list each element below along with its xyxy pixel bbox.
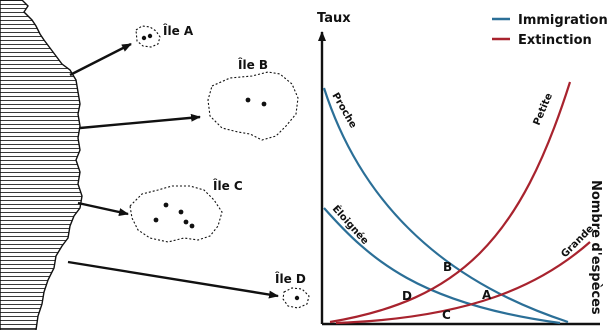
island-c-label: Île C xyxy=(213,178,243,193)
extinction-curve-grande xyxy=(335,241,591,325)
curve-label-eloignee: Éloignée xyxy=(330,202,372,247)
island-c: Île C xyxy=(129,178,243,243)
curve-label-petite: Petite xyxy=(532,91,555,127)
arrow-to-island-d xyxy=(67,260,279,299)
arrow-to-island-c xyxy=(77,201,129,216)
immigration-curve-proche xyxy=(322,87,569,324)
y-axis-label: Taux xyxy=(317,11,351,26)
point-label-d: D xyxy=(402,289,412,303)
legend: Immigration Extinction xyxy=(492,13,607,48)
arrow-to-island-a xyxy=(69,42,132,77)
arrow-to-island-b xyxy=(79,113,201,130)
extinction-curve-petite xyxy=(329,81,572,324)
legend-label-extinction: Extinction xyxy=(518,33,592,48)
island-b: Île B xyxy=(207,57,299,141)
point-label-a: A xyxy=(482,288,492,302)
legend-label-immigration: Immigration xyxy=(518,13,607,28)
curve-label-proche: Proche xyxy=(329,91,358,130)
island-a-label: Île A xyxy=(163,23,194,38)
island-d: Île D xyxy=(275,271,310,309)
point-label-c: C xyxy=(442,308,451,322)
immigration-curve-eloignee xyxy=(323,207,561,325)
island-a: Île A xyxy=(135,23,194,48)
point-label-b: B xyxy=(443,260,452,274)
island-d-label: Île D xyxy=(275,271,306,286)
x-axis-label: Nombre d'espèces xyxy=(588,180,603,315)
island-b-label: Île B xyxy=(238,57,268,72)
graph: Taux Nombre d'espèces Proche Éloignée Pe… xyxy=(317,11,603,326)
mainland xyxy=(0,0,83,330)
